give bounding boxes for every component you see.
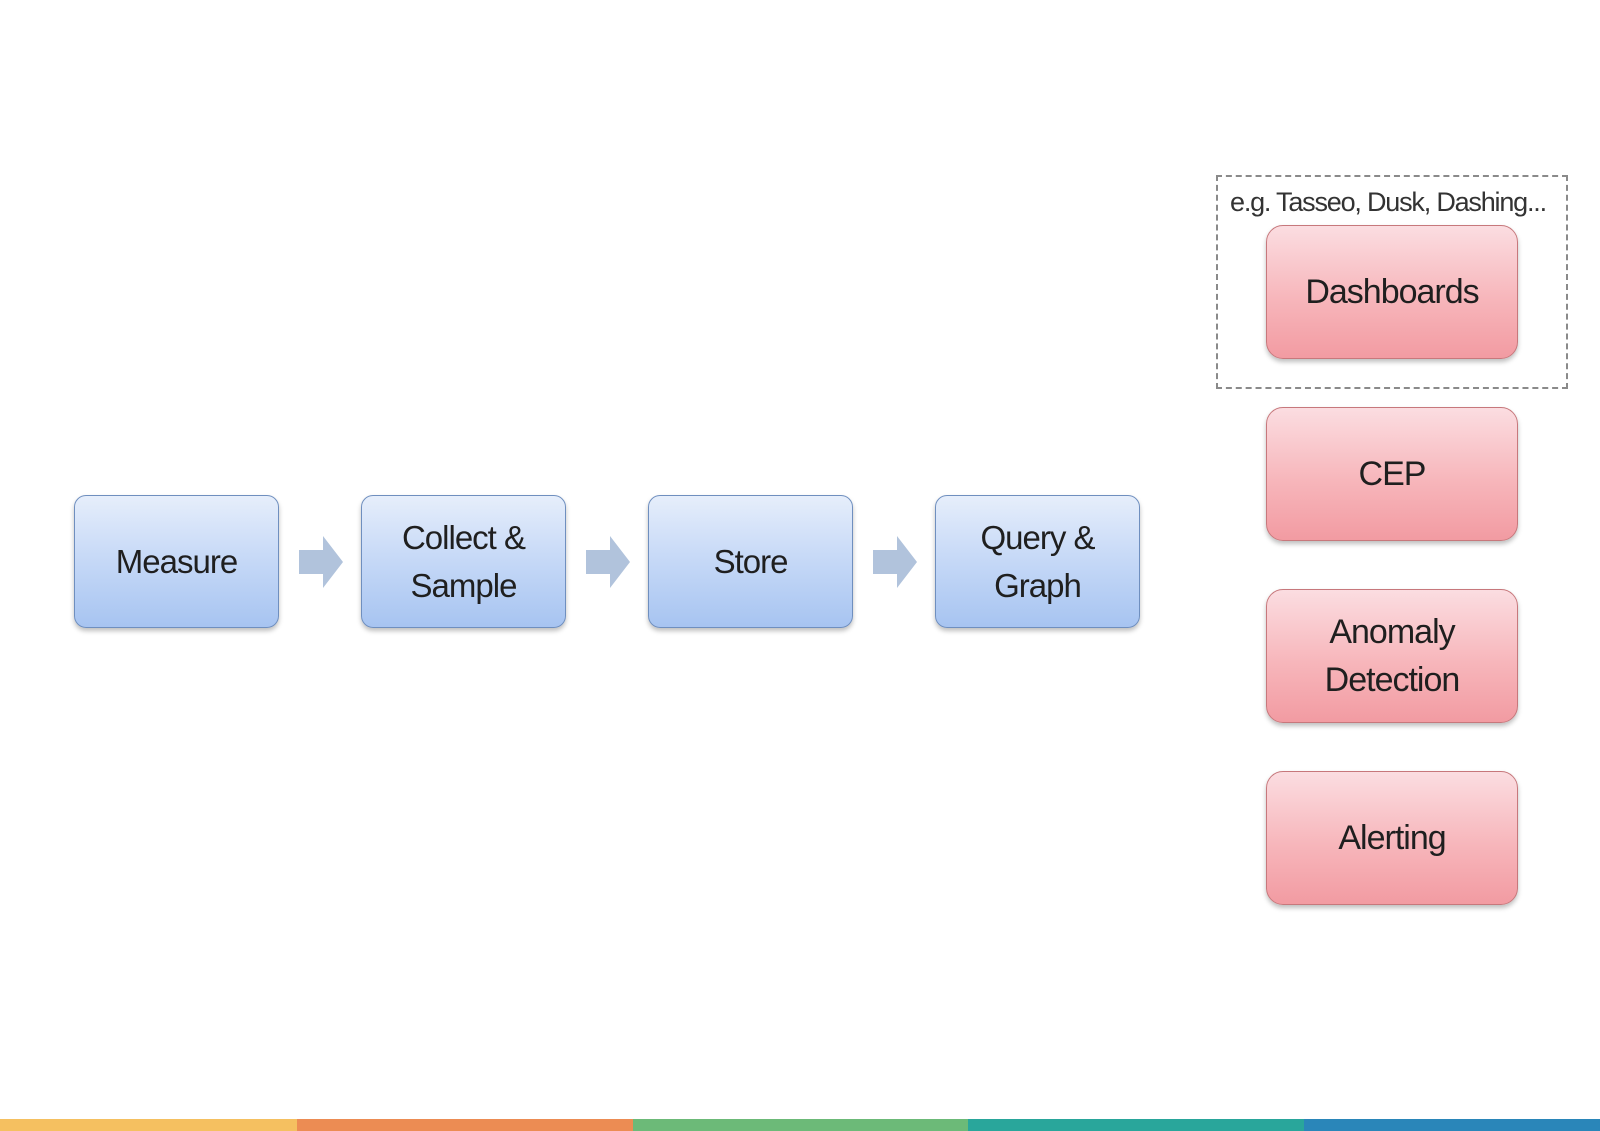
dashboards-group-frame bbox=[1216, 175, 1568, 389]
measure-box: Measure bbox=[74, 495, 279, 628]
alerting-box: Alerting bbox=[1266, 771, 1518, 905]
bottom-bar-segment-teal bbox=[968, 1119, 1304, 1131]
right-block-arrow-icon bbox=[299, 536, 343, 588]
bottom-bar-segment-yellow bbox=[0, 1119, 297, 1131]
anomaly-detection-box: Anomaly Detection bbox=[1266, 589, 1518, 723]
dashboards-box: Dashboards bbox=[1266, 225, 1518, 359]
query-graph-box: Query & Graph bbox=[935, 495, 1140, 628]
cep-box: CEP bbox=[1266, 407, 1518, 541]
dashboards-group-caption: e.g. Tasseo, Dusk, Dashing... bbox=[1230, 187, 1547, 217]
bottom-color-bar bbox=[0, 1119, 1600, 1131]
right-block-arrow-icon bbox=[586, 536, 630, 588]
right-block-arrow-icon bbox=[873, 536, 917, 588]
collect-sample-box: Collect & Sample bbox=[361, 495, 566, 628]
store-box: Store bbox=[648, 495, 853, 628]
bottom-bar-segment-blue bbox=[1304, 1119, 1600, 1131]
bottom-bar-segment-green bbox=[633, 1119, 968, 1131]
bottom-bar-segment-orange bbox=[297, 1119, 633, 1131]
